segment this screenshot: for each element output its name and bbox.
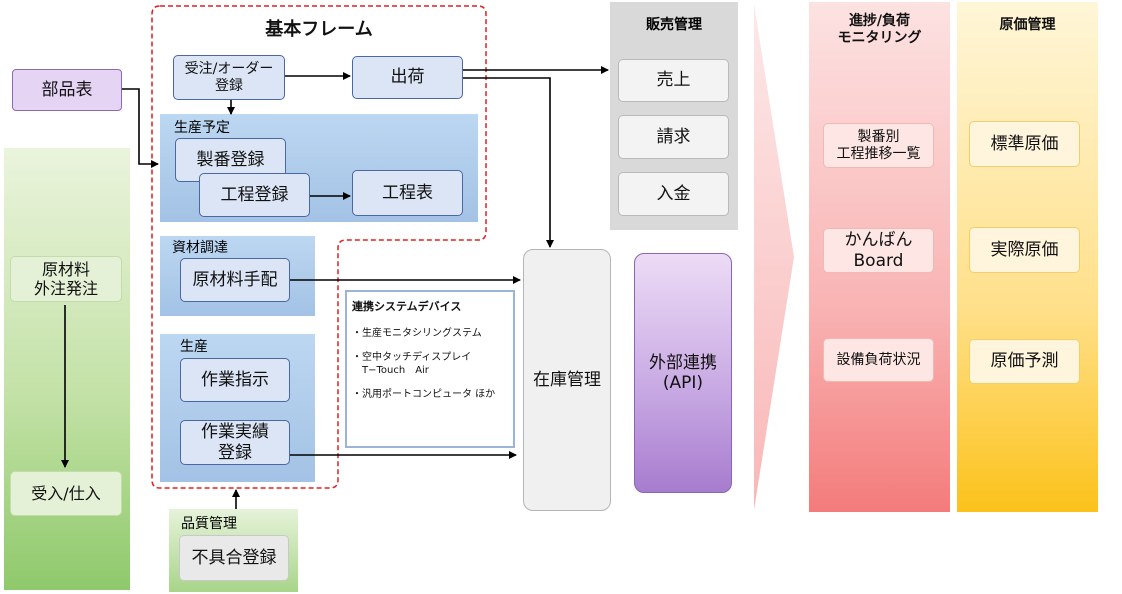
cost-item-3[interactable]: 原価予測: [969, 339, 1080, 384]
order-entry-box[interactable]: 受注/オーダー 登録: [173, 55, 285, 100]
process-table-box[interactable]: 工程表: [352, 170, 463, 216]
material-procurement-label: 資材調達: [172, 240, 228, 256]
devices-title: 連携システムデバイス: [352, 300, 462, 313]
nonconformity-box[interactable]: 不具合登録: [179, 535, 289, 581]
process-register-box[interactable]: 工程登録: [199, 173, 310, 217]
cost-item-2[interactable]: 実際原価: [969, 227, 1080, 273]
sales-title: 販売管理: [646, 17, 702, 33]
material-arrangement-box[interactable]: 原材料手配: [180, 258, 290, 302]
progress-title: 進捗/負荷 モニタリング: [837, 13, 922, 46]
progress-item-2[interactable]: かんばん Board: [823, 228, 934, 273]
sales-item-1[interactable]: 売上: [618, 59, 729, 102]
big-transition-arrow: [754, 4, 794, 510]
inventory-box[interactable]: 在庫管理: [523, 249, 611, 511]
devices-item-2: ・空中タッチディスプレイ T−Touch Air: [352, 352, 472, 376]
left-green-column: [4, 148, 130, 590]
progress-item-1[interactable]: 製番別 工程推移一覧: [823, 123, 934, 168]
production-label: 生産: [180, 339, 208, 355]
devices-panel: 連携システムデバイス ・生産モニタシリングステム ・空中タッチディスプレイ T−…: [345, 290, 515, 448]
production-plan-label: 生産予定: [174, 120, 230, 136]
shipment-box[interactable]: 出荷: [352, 56, 463, 99]
basic-frame-title: 基本フレーム: [265, 19, 373, 41]
external-api-box[interactable]: 外部連携 (API): [634, 253, 732, 493]
devices-item-3: ・汎用ポートコンピュータ ほか: [352, 389, 496, 401]
quality-label: 品質管理: [181, 516, 237, 532]
work-result-box[interactable]: 作業実績 登録: [180, 420, 290, 465]
raw-material-order-box[interactable]: 原材料 外注発注: [10, 256, 122, 302]
devices-item-1: ・生産モニタシリングステム: [352, 327, 482, 339]
sales-item-2[interactable]: 請求: [618, 115, 729, 159]
receiving-box[interactable]: 受入/仕入: [10, 471, 122, 516]
parts-list-box[interactable]: 部品表: [12, 69, 122, 111]
cost-title: 原価管理: [999, 16, 1056, 33]
work-order-box[interactable]: 作業指示: [180, 358, 290, 402]
sales-item-3[interactable]: 入金: [618, 172, 729, 216]
cost-item-1[interactable]: 標準原価: [969, 121, 1080, 167]
progress-item-3[interactable]: 設備負荷状況: [823, 338, 934, 382]
